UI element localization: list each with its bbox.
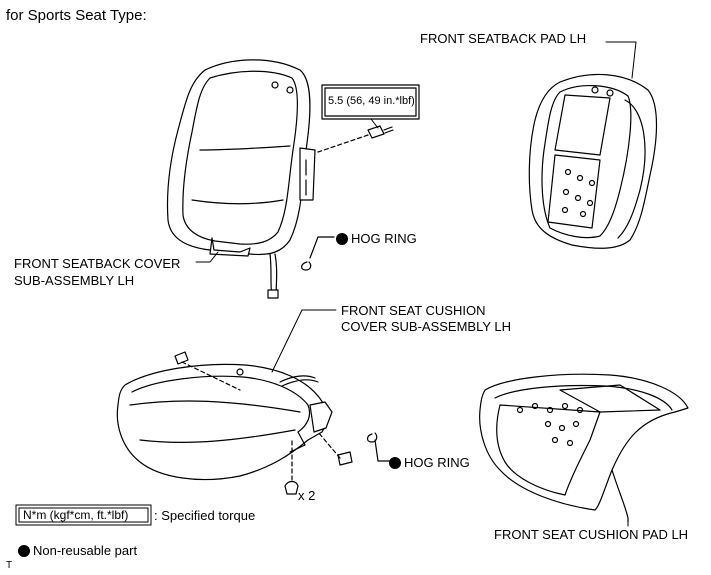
clip-quantity: x 2 xyxy=(298,488,316,503)
label-seatback-cover-line2: SUB-ASSEMBLY LH xyxy=(14,273,135,288)
hog-ring-bottom-drawing xyxy=(366,432,393,462)
label-cushion-cover-line2: COVER SUB-ASSEMBLY LH xyxy=(341,319,512,334)
hog-ring-label-top: HOG RING xyxy=(336,231,417,246)
corner-mark: T xyxy=(6,560,13,571)
nonreusable-dot-icon xyxy=(336,233,348,245)
legend-torque-unit: N*m (kgf*cm, ft.*lbf) xyxy=(23,508,129,522)
hog-ring-top-drawing xyxy=(301,236,335,271)
nonreusable-dot-icon xyxy=(18,545,30,557)
bolt-drawing xyxy=(367,125,394,139)
seatback-cover-drawing xyxy=(166,59,316,299)
cushion-cover-drawing xyxy=(116,363,333,481)
label-seatback-cover-line1: FRONT SEATBACK COVER xyxy=(14,256,181,271)
hog-ring-top-text: HOG RING xyxy=(351,231,417,246)
clip-drawings xyxy=(174,351,353,495)
torque-value: 5.5 (56, 49 in.*lbf) xyxy=(328,95,415,107)
torque-box xyxy=(321,84,420,120)
label-cushion-cover-line1: FRONT SEAT CUSHION xyxy=(341,303,486,318)
nonreusable-dot-icon xyxy=(389,457,401,469)
legend-nonreusable: Non-reusable part xyxy=(18,543,137,558)
label-cushion-pad: FRONT SEAT CUSHION PAD LH xyxy=(494,527,689,542)
seatback-pad-drawing xyxy=(528,73,658,249)
cushion-pad-drawing xyxy=(479,373,689,523)
legend-torque-desc: : Specified torque xyxy=(154,508,256,523)
hog-ring-label-bottom: HOG RING xyxy=(389,455,470,470)
page-title: for Sports Seat Type: xyxy=(6,7,147,24)
hog-ring-bottom-text: HOG RING xyxy=(404,455,470,470)
label-seatback-pad: FRONT SEATBACK PAD LH xyxy=(420,31,587,46)
legend-nonreusable-text: Non-reusable part xyxy=(33,543,138,558)
